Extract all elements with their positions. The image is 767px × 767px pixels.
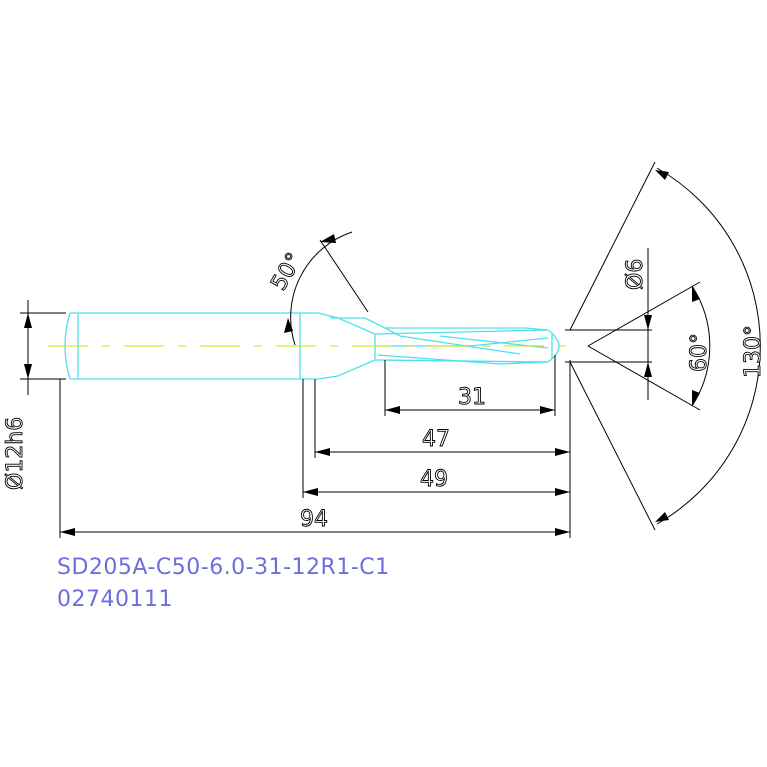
dim-flute-length: 31: [385, 385, 555, 414]
drill-outline: [64, 312, 560, 380]
overall-length-label: 94: [300, 507, 328, 532]
length-49-label: 49: [420, 467, 448, 492]
length-47-label: 47: [422, 427, 450, 452]
helix-angle-label: 50°: [267, 249, 308, 295]
tip-diameter-label: Ø6: [623, 259, 648, 290]
dim-length-49: 49: [303, 467, 570, 496]
dim-overall-length: 94: [60, 507, 570, 536]
dim-tip-diameter: Ø6: [565, 248, 652, 400]
dim-helix-angle: 50°: [266, 231, 369, 346]
dim-point-angle-small: 60°: [587, 281, 712, 411]
dim-point-angle-large: 130°: [569, 161, 766, 531]
dim-length-47: 47: [315, 427, 570, 456]
dim-shank-diameter: Ø12h6: [3, 300, 66, 490]
point-angle-large-label: 130°: [741, 325, 766, 378]
flute-length-label: 31: [458, 385, 486, 410]
point-angle-small-label: 60°: [687, 333, 712, 372]
shank-diameter-label: Ø12h6: [3, 417, 28, 490]
extension-lines: [59, 355, 571, 538]
model-designation: SD205A-C50-6.0-31-12R1-C1: [57, 555, 390, 580]
part-code: 02740111: [57, 587, 173, 612]
